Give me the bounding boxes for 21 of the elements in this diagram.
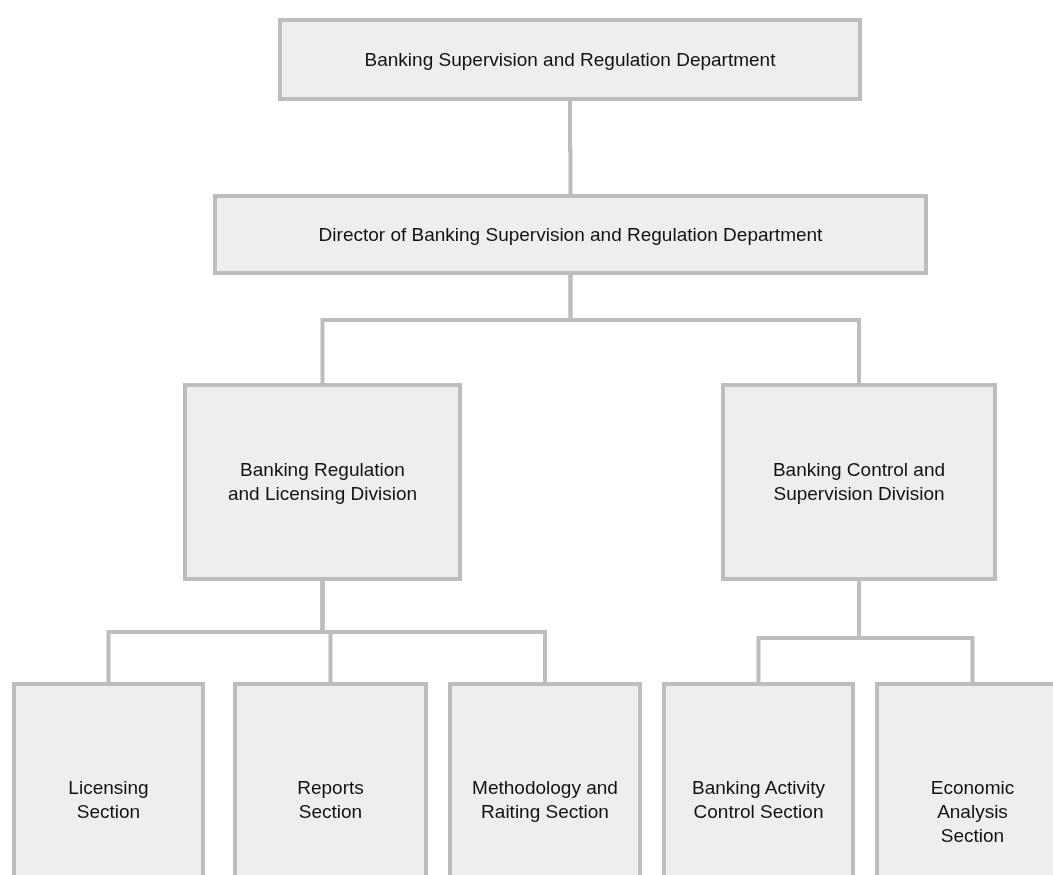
org-box [278,18,862,101]
unit-name: Banking Control and Supervision Division [771,458,947,506]
unit-name: Banking Regulation and Licensing Division [227,458,418,506]
unit-name: Licensing Section [67,776,150,824]
org-box [213,194,928,275]
org-box [662,682,855,875]
connector-line [568,275,861,383]
org-box [12,682,205,875]
unit-name: Banking Supervision and Regulation Department [364,47,776,72]
org-box [183,383,462,581]
connector-line [320,581,547,682]
org-box [721,383,997,581]
unit-name: Reports Section [296,776,365,824]
unit-name: Economic Analysis Section [929,776,1016,848]
unit-name: Banking Activity Control Section [690,776,827,824]
unit-name: Methodology and Raiting Section [471,776,619,824]
connector-line [857,581,975,682]
org-box [448,682,642,875]
org-box [233,682,428,875]
unit-name: Director of Banking Supervision and Regulation Department [318,222,823,247]
connector-line [568,101,573,194]
